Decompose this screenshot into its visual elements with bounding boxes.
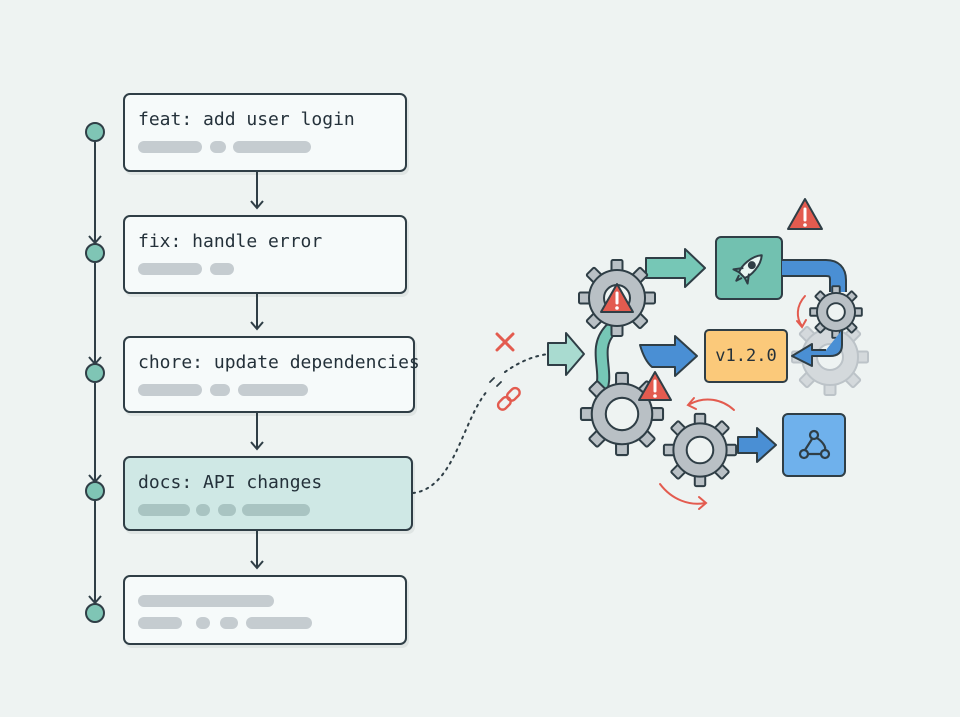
blue-arrow [639,335,698,377]
pipeline [578,198,869,510]
gear-icon [662,412,738,488]
commit-card[interactable]: chore: update dependencies [123,336,420,413]
gear-icon [579,371,665,457]
warning-icon [600,283,634,313]
warning-icon [787,198,823,230]
broken-connection [412,332,585,494]
commit-message: feat: add user login [138,109,355,130]
webhook-box [782,413,846,477]
timeline-node [85,481,105,501]
commit-card[interactable]: fix: handle error [123,215,407,294]
version-label: v1.2.0 [715,346,777,366]
timeline-nodes [85,122,105,623]
commit-message: chore: update dependencies [138,352,420,373]
commit-message: fix: handle error [138,231,323,252]
gear-icon [809,285,863,339]
webhook-icon [798,429,831,460]
timeline-node [85,603,105,623]
commit-card[interactable]: feat: add user login [123,93,407,172]
commit-message: docs: API changes [138,472,323,493]
version-box: v1.2.0 [704,329,788,383]
timeline-node [85,122,105,142]
blue-arrow [737,427,777,463]
commit-card-highlighted[interactable]: docs: API changes [123,456,413,531]
broken-link-icon [496,386,521,411]
teal-arrow [645,248,706,288]
warning-icon [638,371,672,401]
rocket-icon [732,254,763,285]
x-mark-icon [495,332,515,352]
commit-card-placeholder[interactable] [123,575,407,645]
teal-arrow [547,332,585,376]
timeline-node [85,243,105,263]
card-connectors [250,172,264,570]
timeline-node [85,363,105,383]
